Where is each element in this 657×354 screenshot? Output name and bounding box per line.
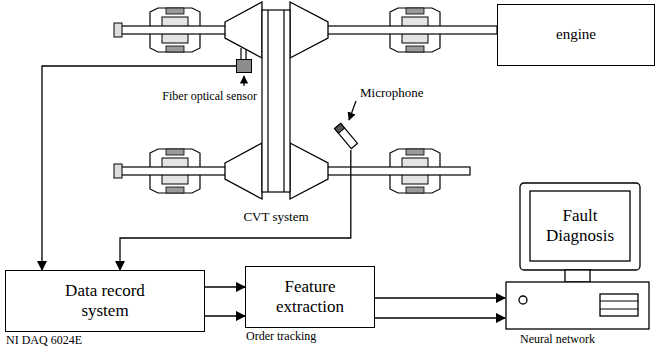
caption-label: Order tracking: [246, 330, 316, 344]
process-box: Feature extractionOrder tracking: [245, 266, 375, 328]
computer-icon: Fault DiagnosisNeural network: [505, 182, 650, 330]
belt: [262, 10, 290, 192]
process-box: Data record systemNI DAQ 6024E: [5, 270, 205, 332]
computer-drawing: [505, 182, 650, 330]
microphone-symbol: Microphone: [334, 122, 358, 150]
signal-arrow: [375, 317, 505, 318]
microphone-drawing: [334, 122, 358, 150]
caption-label: Neural network: [520, 333, 595, 347]
screen-label: Fault Diagnosis: [530, 191, 630, 261]
box-label: Data record system: [46, 281, 164, 320]
sensor-symbol: Fiber optical sensor: [236, 59, 252, 73]
box-label: engine: [504, 26, 648, 43]
signal-arrow: [120, 150, 351, 270]
part-label: Fiber optical sensor: [162, 90, 257, 104]
signal-arrow: [205, 286, 245, 287]
box-label: Feature extraction: [256, 277, 364, 316]
optical-fiber: [241, 48, 246, 59]
engine-box: engine: [497, 4, 655, 66]
leader-arrow: [243, 76, 244, 86]
part-label: Microphone: [360, 86, 424, 101]
caption-label: NI DAQ 6024E: [6, 334, 82, 348]
shaft-cap: [114, 164, 122, 178]
leader-arrow: [349, 101, 356, 120]
part-label: CVT system: [243, 210, 308, 225]
signal-arrow: [205, 315, 245, 316]
shaft-cap: [114, 23, 122, 37]
signal-arrow: [375, 297, 505, 298]
